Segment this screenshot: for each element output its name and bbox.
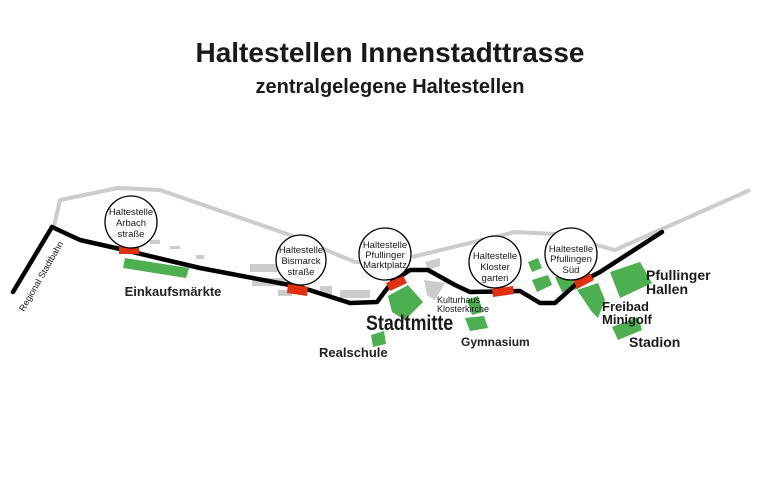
label-stadtmitte: Stadtmitte: [366, 312, 453, 336]
station-line: Haltestelle: [109, 207, 153, 218]
station-line: Kloster: [480, 262, 510, 273]
label-freibad: Freibad: [602, 299, 649, 314]
station-line: garten: [482, 273, 509, 284]
label-einkaufsmaerkte: Einkaufsmärkte: [125, 284, 222, 299]
station-line: Pfullingen: [550, 254, 592, 265]
station-line: Pfullinger: [365, 250, 405, 261]
label-klosterkirche: Klosterkirche: [437, 304, 489, 314]
label-hallen: Hallen: [646, 281, 688, 297]
label-kulturhaus: Kulturhaus: [437, 295, 481, 305]
main-road: [52, 186, 380, 264]
station-line: Süd: [563, 265, 580, 276]
station-line: Arbach: [116, 218, 146, 229]
map-title: Haltestellen Innenstadttrasse: [195, 37, 584, 68]
stop-markers: [119, 245, 594, 297]
label-stadion: Stadion: [629, 334, 680, 350]
station-pfullingen-sued[interactable]: Haltestelle Pfullingen Süd: [544, 227, 598, 281]
label-minigolf: Minigolf: [602, 312, 652, 327]
label-gymnasium: Gymnasium: [461, 335, 530, 349]
station-line: Haltestelle: [549, 244, 593, 255]
station-line: straße: [288, 267, 315, 278]
station-line: Bismarck: [281, 256, 320, 267]
station-line: Marktplatz: [363, 260, 407, 271]
station-line: Haltestelle: [473, 251, 517, 262]
station-line: Haltestelle: [279, 245, 323, 256]
station-line: straße: [118, 229, 145, 240]
station-line: Haltestelle: [363, 240, 407, 251]
label-realschule: Realschule: [319, 345, 388, 360]
station-arbachstrasse[interactable]: Haltestelle Arbach straße: [104, 195, 158, 249]
label-pfullinger: Pfullinger: [646, 267, 711, 283]
station-bismarckstrasse[interactable]: Haltestelle Bismarck straße: [275, 234, 327, 286]
landmark-areas: [123, 258, 652, 347]
station-pfullinger-marktplatz[interactable]: Haltestelle Pfullinger Marktplatz: [358, 227, 412, 281]
station-klostergarten[interactable]: Haltestelle Kloster garten: [468, 235, 522, 289]
map-subtitle: zentralgelegene Haltestellen: [256, 76, 525, 98]
